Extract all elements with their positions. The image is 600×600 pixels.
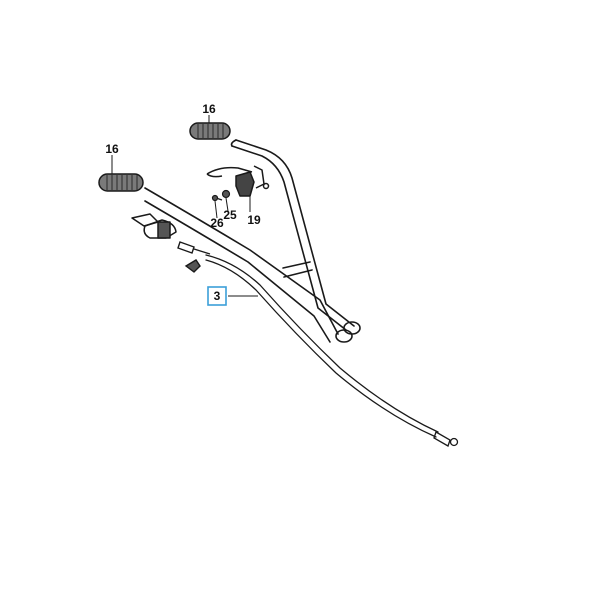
callout-cable-box[interactable]: 3 [207,286,227,306]
nut[interactable] [221,189,231,199]
handlebar-frame [144,139,361,343]
cable-adjuster[interactable] [177,241,211,255]
throttle-cable[interactable] [205,254,459,447]
callout-lever-bracket: 19 [247,213,261,227]
grip-left[interactable] [98,173,144,192]
callout-nut: 25 [223,208,237,222]
throttle-switch[interactable] [131,213,177,239]
grip-upper[interactable] [189,122,231,140]
callout-bolt: 26 [210,216,224,230]
callout-cable: 3 [214,289,221,303]
callout-grip-upper: 16 [202,102,216,116]
callout-grip-left: 16 [105,142,119,156]
cable-clip[interactable] [184,259,201,273]
leader-lines [111,115,258,297]
bolt[interactable] [211,194,223,202]
lever-bracket[interactable] [206,165,270,197]
